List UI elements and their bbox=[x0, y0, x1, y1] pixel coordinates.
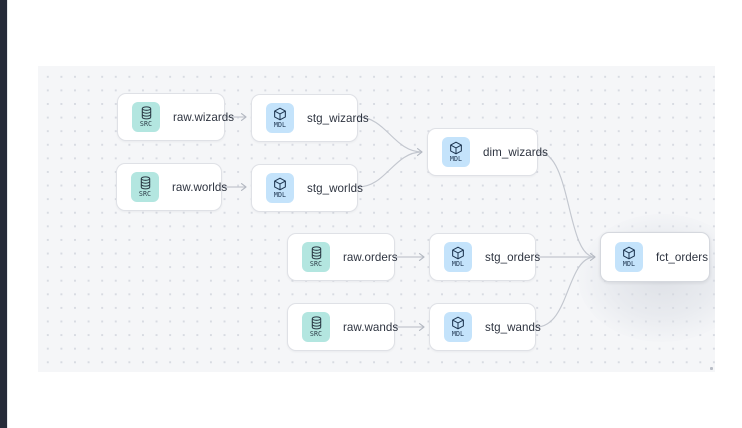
graph-node-raw_wizards[interactable]: SRC raw.wizards bbox=[117, 93, 234, 141]
edge-arrowhead-fct_orders bbox=[589, 253, 596, 261]
graph-node-dim_wizards[interactable]: MDL dim_wizards bbox=[427, 128, 548, 176]
database-icon bbox=[141, 106, 151, 120]
edge-arrowhead-dim_wizards bbox=[416, 148, 423, 156]
edge-stg_wands-to-fct_orders bbox=[535, 256, 596, 328]
node-type-badge-label: SRC bbox=[139, 120, 153, 128]
cube-icon bbox=[450, 141, 462, 155]
cube-icon bbox=[274, 177, 286, 191]
edge-dim_wizards-to-fct_orders bbox=[537, 151, 596, 258]
node-label: raw.wizards bbox=[173, 110, 235, 124]
app-left-rail bbox=[0, 0, 8, 428]
node-label: fct_orders bbox=[656, 250, 709, 264]
node-label: stg_wands bbox=[485, 320, 541, 334]
node-type-badge-label: SRC bbox=[309, 260, 323, 268]
node-type-badge-mdl: MDL bbox=[266, 103, 294, 133]
node-label: stg_orders bbox=[485, 250, 541, 264]
graph-node-raw_wands[interactable]: SRC raw.wands bbox=[287, 303, 399, 351]
node-type-badge-label: MDL bbox=[451, 260, 465, 268]
node-type-badge-mdl: MDL bbox=[266, 173, 294, 203]
node-type-badge-label: SRC bbox=[138, 190, 152, 198]
graph-node-stg_wizards[interactable]: MDL stg_wizards bbox=[251, 94, 369, 142]
edge-arrowhead-stg_worlds bbox=[240, 183, 247, 191]
node-type-badge-mdl: MDL bbox=[444, 312, 472, 342]
database-icon bbox=[311, 246, 321, 260]
cube-icon bbox=[274, 107, 286, 121]
edge-stg_worlds-to-dim_wizards bbox=[357, 151, 423, 188]
node-type-badge-src: SRC bbox=[302, 312, 330, 342]
canvas-corner-mark bbox=[710, 367, 713, 370]
node-label: stg_wizards bbox=[307, 111, 369, 125]
node-type-badge-label: MDL bbox=[449, 155, 463, 163]
graph-node-stg_worlds[interactable]: MDL stg_worlds bbox=[251, 164, 363, 212]
cube-icon bbox=[452, 316, 464, 330]
node-type-badge-src: SRC bbox=[132, 102, 160, 132]
node-label: dim_wizards bbox=[483, 145, 548, 159]
database-icon bbox=[311, 316, 321, 330]
edge-arrowhead-stg_orders bbox=[418, 253, 425, 261]
node-type-badge-mdl: MDL bbox=[442, 137, 470, 167]
node-type-badge-label: MDL bbox=[451, 330, 465, 338]
node-type-badge-src: SRC bbox=[131, 172, 159, 202]
edge-arrowhead-stg_wizards bbox=[240, 113, 247, 121]
cube-icon bbox=[623, 246, 635, 260]
node-label: stg_worlds bbox=[307, 181, 363, 195]
node-type-badge-mdl: MDL bbox=[444, 242, 472, 272]
graph-node-raw_orders[interactable]: SRC raw.orders bbox=[287, 233, 398, 281]
graph-node-fct_orders[interactable]: MDL fct_orders bbox=[600, 232, 710, 282]
node-label: raw.worlds bbox=[172, 180, 228, 194]
edge-arrowhead-stg_wands bbox=[418, 323, 425, 331]
node-type-badge-label: MDL bbox=[622, 260, 636, 268]
node-label: raw.orders bbox=[343, 250, 398, 264]
graph-node-raw_worlds[interactable]: SRC raw.worlds bbox=[116, 163, 227, 211]
cube-icon bbox=[452, 246, 464, 260]
node-type-badge-label: MDL bbox=[273, 121, 287, 129]
node-type-badge-label: SRC bbox=[309, 330, 323, 338]
node-type-badge-src: SRC bbox=[302, 242, 330, 272]
node-label: raw.wands bbox=[343, 320, 399, 334]
database-icon bbox=[140, 176, 150, 190]
node-type-badge-mdl: MDL bbox=[615, 242, 643, 272]
graph-node-stg_wands[interactable]: MDL stg_wands bbox=[429, 303, 541, 351]
graph-node-stg_orders[interactable]: MDL stg_orders bbox=[429, 233, 540, 281]
node-type-badge-label: MDL bbox=[273, 191, 287, 199]
